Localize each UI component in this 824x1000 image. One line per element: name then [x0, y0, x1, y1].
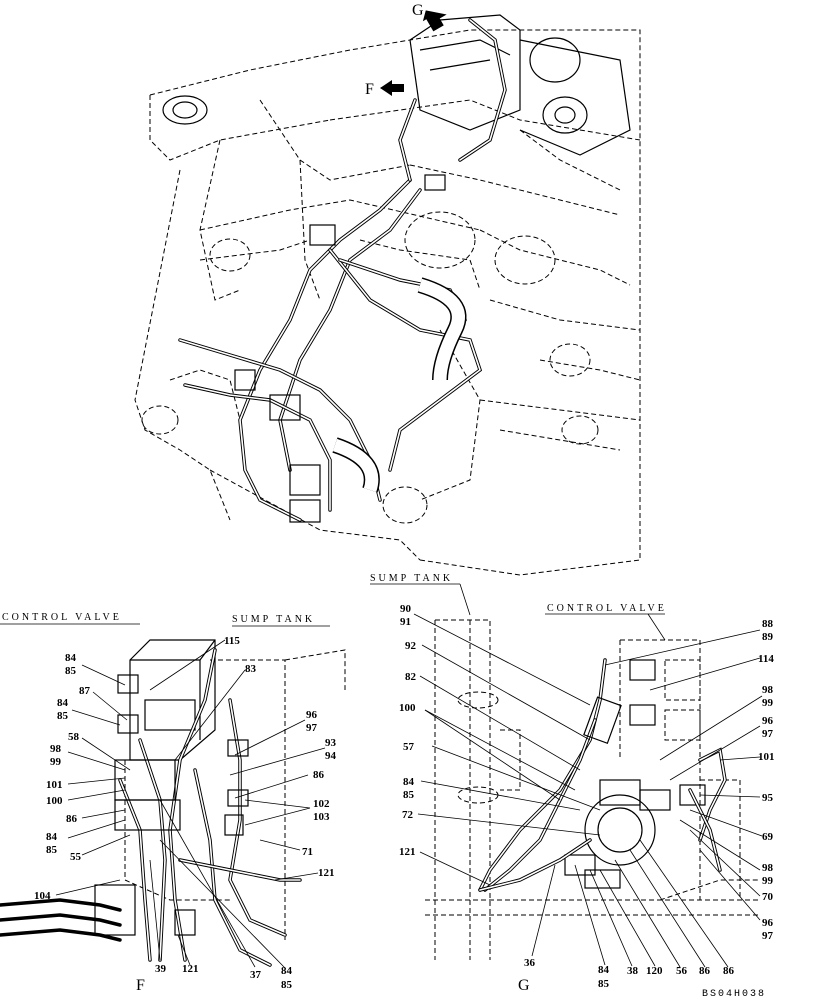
label-83-f: 83 — [245, 663, 257, 675]
arrow-f-label: F — [365, 81, 374, 98]
label-82-g: 82 — [405, 671, 417, 683]
label-37-f: 37 — [250, 969, 262, 981]
label-93-f: 93 — [325, 737, 337, 749]
label-96-g1: 96 — [762, 715, 774, 727]
label-87-f: 87 — [79, 685, 91, 697]
label-97-g1: 97 — [762, 728, 774, 740]
label-90-g: 90 — [400, 603, 412, 615]
label-38-g: 38 — [627, 965, 639, 977]
label-96-f: 96 — [306, 709, 318, 721]
label-103-f: 103 — [313, 811, 330, 823]
label-99-g1: 99 — [762, 697, 774, 709]
label-89-g: 89 — [762, 631, 774, 643]
label-115-f: 115 — [224, 635, 240, 647]
label-100-f: 100 — [46, 795, 63, 807]
label-88-g: 88 — [762, 618, 774, 630]
control-valve-label-g: CONTROL VALVE — [547, 603, 667, 614]
sump-tank-label-g: SUMP TANK — [370, 573, 453, 584]
label-99-g2: 99 — [762, 875, 774, 887]
label-101-f: 101 — [46, 779, 63, 791]
label-121-f2: 121 — [318, 867, 335, 879]
label-69-g: 69 — [762, 831, 774, 843]
label-100-g: 100 — [399, 702, 416, 714]
view-f-title: F — [136, 977, 145, 994]
label-36-g: 36 — [524, 957, 536, 969]
label-121-g: 121 — [399, 846, 416, 858]
label-114-g: 114 — [758, 653, 774, 665]
label-85-g1: 85 — [403, 789, 415, 801]
label-85-f4: 85 — [281, 979, 293, 991]
label-85-f3: 85 — [46, 844, 58, 856]
label-57-g: 57 — [403, 741, 415, 753]
label-99-f: 99 — [50, 756, 62, 768]
label-70-g: 70 — [762, 891, 774, 903]
label-86-g2: 86 — [723, 965, 735, 977]
label-121-f1: 121 — [182, 963, 199, 975]
label-104-f: 104 — [34, 890, 51, 902]
label-84-g1: 84 — [403, 776, 415, 788]
label-55-f: 55 — [70, 851, 82, 863]
view-g-leaders — [413, 613, 763, 968]
view-f-detail: CONTROL VALVE SUMP TANK — [0, 612, 346, 994]
label-101-g: 101 — [758, 751, 775, 763]
label-58-f: 58 — [68, 731, 80, 743]
label-102-f: 102 — [313, 798, 330, 810]
label-71-f: 71 — [302, 846, 313, 858]
drawing-code: BS04H038 — [702, 989, 766, 1000]
view-g-detail: SUMP TANK CONTROL VALVE — [370, 573, 775, 994]
control-valve-label-f: CONTROL VALVE — [2, 612, 122, 623]
label-84-f3: 84 — [46, 831, 58, 843]
view-f-leaders — [55, 639, 326, 969]
main-assembly-view: G F — [134, 2, 641, 576]
label-56-g: 56 — [676, 965, 688, 977]
label-120-g: 120 — [646, 965, 663, 977]
label-98-g1: 98 — [762, 684, 774, 696]
label-84-f4: 84 — [281, 965, 293, 977]
label-95-g: 95 — [762, 792, 774, 804]
label-98-f: 98 — [50, 743, 62, 755]
label-86-f2: 86 — [313, 769, 325, 781]
label-85-g2: 85 — [598, 978, 610, 990]
label-97-f: 97 — [306, 722, 318, 734]
arrow-g-label: G — [412, 2, 424, 19]
label-39-f: 39 — [155, 963, 167, 975]
label-85-f2: 85 — [57, 710, 69, 722]
label-84-f2: 84 — [57, 697, 69, 709]
label-97-g2: 97 — [762, 930, 774, 942]
label-85-f1: 85 — [65, 665, 77, 677]
view-g-title: G — [518, 977, 530, 994]
label-72-g: 72 — [402, 809, 414, 821]
label-84-f1: 84 — [65, 652, 77, 664]
label-86-g1: 86 — [699, 965, 711, 977]
label-98-g2: 98 — [762, 862, 774, 874]
label-86-f1: 86 — [66, 813, 78, 825]
sump-tank-label-f: SUMP TANK — [232, 614, 315, 625]
label-96-g2: 96 — [762, 917, 774, 929]
label-91-g: 91 — [400, 616, 411, 628]
label-84-g2: 84 — [598, 964, 610, 976]
label-92-g: 92 — [405, 640, 417, 652]
label-94-f: 94 — [325, 750, 337, 762]
